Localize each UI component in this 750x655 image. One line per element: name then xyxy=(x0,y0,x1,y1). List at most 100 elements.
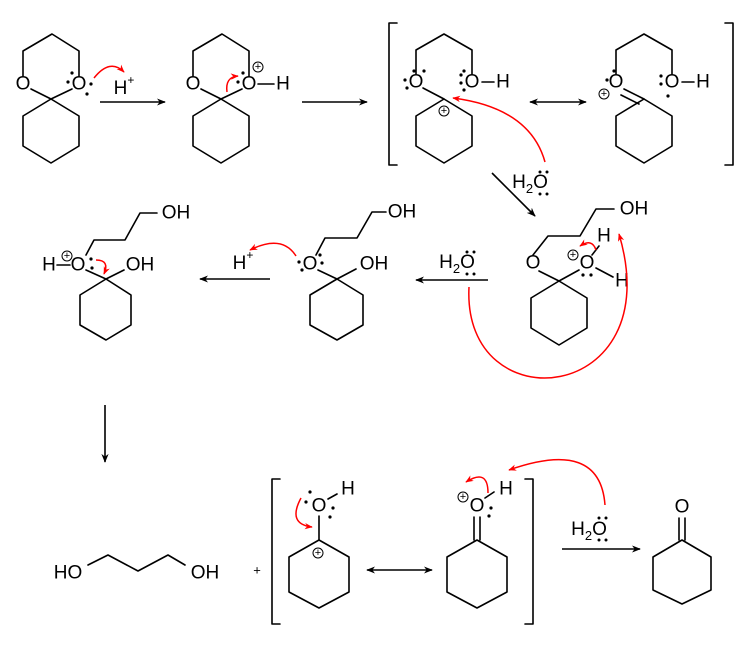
hydrogen-atom: H xyxy=(42,255,56,276)
positive-charge-icon: + xyxy=(61,250,73,262)
chain-bonds xyxy=(315,211,387,280)
cyclohexane-ring xyxy=(192,98,250,164)
hydroxyl-group: OH xyxy=(162,203,191,224)
electron-arrow xyxy=(95,259,110,275)
protonated-cyclohexanone-carbocation: O H + xyxy=(288,479,355,609)
cyclohexane-ring xyxy=(79,278,132,341)
bracket-left xyxy=(271,478,281,625)
svg-text:+: + xyxy=(315,547,321,559)
lone-pair-dots xyxy=(581,273,593,277)
protonated-ether-hemiketal: O H OH OH + xyxy=(42,203,190,341)
deprotonation-arrow xyxy=(508,458,606,506)
hydroxyl-group: OH xyxy=(360,254,389,275)
svg-text:+: + xyxy=(570,249,576,261)
hydrogen-atom: H xyxy=(499,479,513,500)
hydroxyl-group: OH xyxy=(191,563,220,584)
cyclohexane-ring xyxy=(415,98,473,164)
hydroxyl-group: OH xyxy=(620,199,649,220)
cyclohexane-ring xyxy=(288,539,350,609)
protonated-cyclohexanone: O H + xyxy=(446,475,513,609)
cyclohexane-ring xyxy=(22,98,80,164)
lone-pair-dots xyxy=(236,71,245,84)
oxygen-atom: O xyxy=(526,253,541,274)
lone-pair-dots xyxy=(304,490,335,519)
cyclohexane-ring xyxy=(446,539,508,609)
positive-charge-icon: + xyxy=(252,61,264,73)
dioxane-bonds xyxy=(22,33,80,100)
oxygen-atom: O xyxy=(609,72,624,93)
electron-arrow xyxy=(225,73,239,93)
oxygen-atom: O xyxy=(580,253,595,274)
oxygen-atom: O xyxy=(303,254,318,275)
water-reagent: H2O xyxy=(571,516,608,543)
propane-diol: HO OH xyxy=(54,554,220,584)
cyclohexane-ring xyxy=(309,278,364,341)
oxygen-atom: O xyxy=(312,496,327,517)
lone-pair-dots xyxy=(487,506,493,518)
ring-bonds xyxy=(192,33,275,100)
hydrogen-atom: H xyxy=(276,74,290,95)
svg-text:+: + xyxy=(255,61,261,73)
lone-pair-dots xyxy=(403,69,466,92)
lone-pair-dots xyxy=(66,71,93,96)
bonds xyxy=(318,493,338,541)
hydrogen-atom: H xyxy=(496,72,510,93)
oxygen-atom: O xyxy=(409,72,424,93)
oxocarbenium-intermediate: O O H + xyxy=(598,33,710,164)
bracket-right xyxy=(724,22,734,166)
oxygen-atom: O xyxy=(72,74,87,95)
svg-text:H2O: H2O xyxy=(571,519,607,543)
svg-text:+: + xyxy=(460,491,466,503)
water-reagent: H2O xyxy=(512,170,549,196)
proton-label: H+ xyxy=(233,248,254,274)
oxygen-atom: O xyxy=(675,497,690,518)
oxygen-atom: O xyxy=(465,72,480,93)
cyclohexanone: O xyxy=(652,497,712,605)
deprotonation-arrow xyxy=(468,233,628,379)
electron-arrow xyxy=(249,242,297,257)
plus-sign: + xyxy=(253,563,261,578)
chain-bonds xyxy=(415,33,495,100)
positive-charge-icon: + xyxy=(457,491,469,503)
cyclohexane-ring xyxy=(615,98,673,164)
electron-arrow xyxy=(295,497,313,530)
positive-charge-icon: + xyxy=(438,105,450,117)
water-reagent: H2O xyxy=(439,250,476,276)
svg-text:+: + xyxy=(441,105,447,117)
carbocation-intermediate: O O H + xyxy=(403,33,510,164)
svg-text:H2O: H2O xyxy=(439,252,475,276)
oxygen-atom: O xyxy=(470,496,485,517)
chain-bonds xyxy=(532,208,615,282)
chain-bonds xyxy=(56,212,158,280)
hydrogen-atom: H xyxy=(615,271,629,292)
water-attack-arrow xyxy=(452,95,546,163)
chain-bonds xyxy=(87,554,186,572)
protonated-ketal: O O H + xyxy=(186,33,290,164)
cyclohexane-ring xyxy=(652,539,712,605)
hydrogen-atom: H xyxy=(696,72,710,93)
oxygen-atom: O xyxy=(186,74,201,95)
electron-arrow xyxy=(579,239,597,251)
hydrogen-atom: H xyxy=(341,479,355,500)
oxonium-hemiketal: O O H H OH + xyxy=(526,199,649,346)
reaction-arrow-3 xyxy=(491,172,536,217)
oxygen-atom: O xyxy=(242,74,257,95)
hydroxyl-group: OH xyxy=(388,202,417,223)
cyclohexane-ring xyxy=(530,280,588,346)
hydroxyl-group: OH xyxy=(126,255,155,276)
positive-charge-icon: + xyxy=(598,88,610,100)
positive-charge-icon: + xyxy=(567,249,579,261)
svg-text:+: + xyxy=(601,88,607,100)
bracket-right xyxy=(524,478,534,625)
electron-arrow xyxy=(93,64,125,79)
lone-pair-dots xyxy=(297,253,324,272)
reaction-arrow-1: H+ xyxy=(100,73,166,106)
hydrogen-atom: H xyxy=(597,226,611,247)
hydroxyl-group: HO xyxy=(54,563,83,584)
carbonyl-double-bond xyxy=(678,517,686,541)
oxygen-atom: O xyxy=(665,72,680,93)
svg-text:+: + xyxy=(64,250,70,262)
svg-text:H2O: H2O xyxy=(512,172,548,196)
lone-pair-dots xyxy=(89,257,94,270)
spiro-ketal: O O xyxy=(16,33,125,164)
